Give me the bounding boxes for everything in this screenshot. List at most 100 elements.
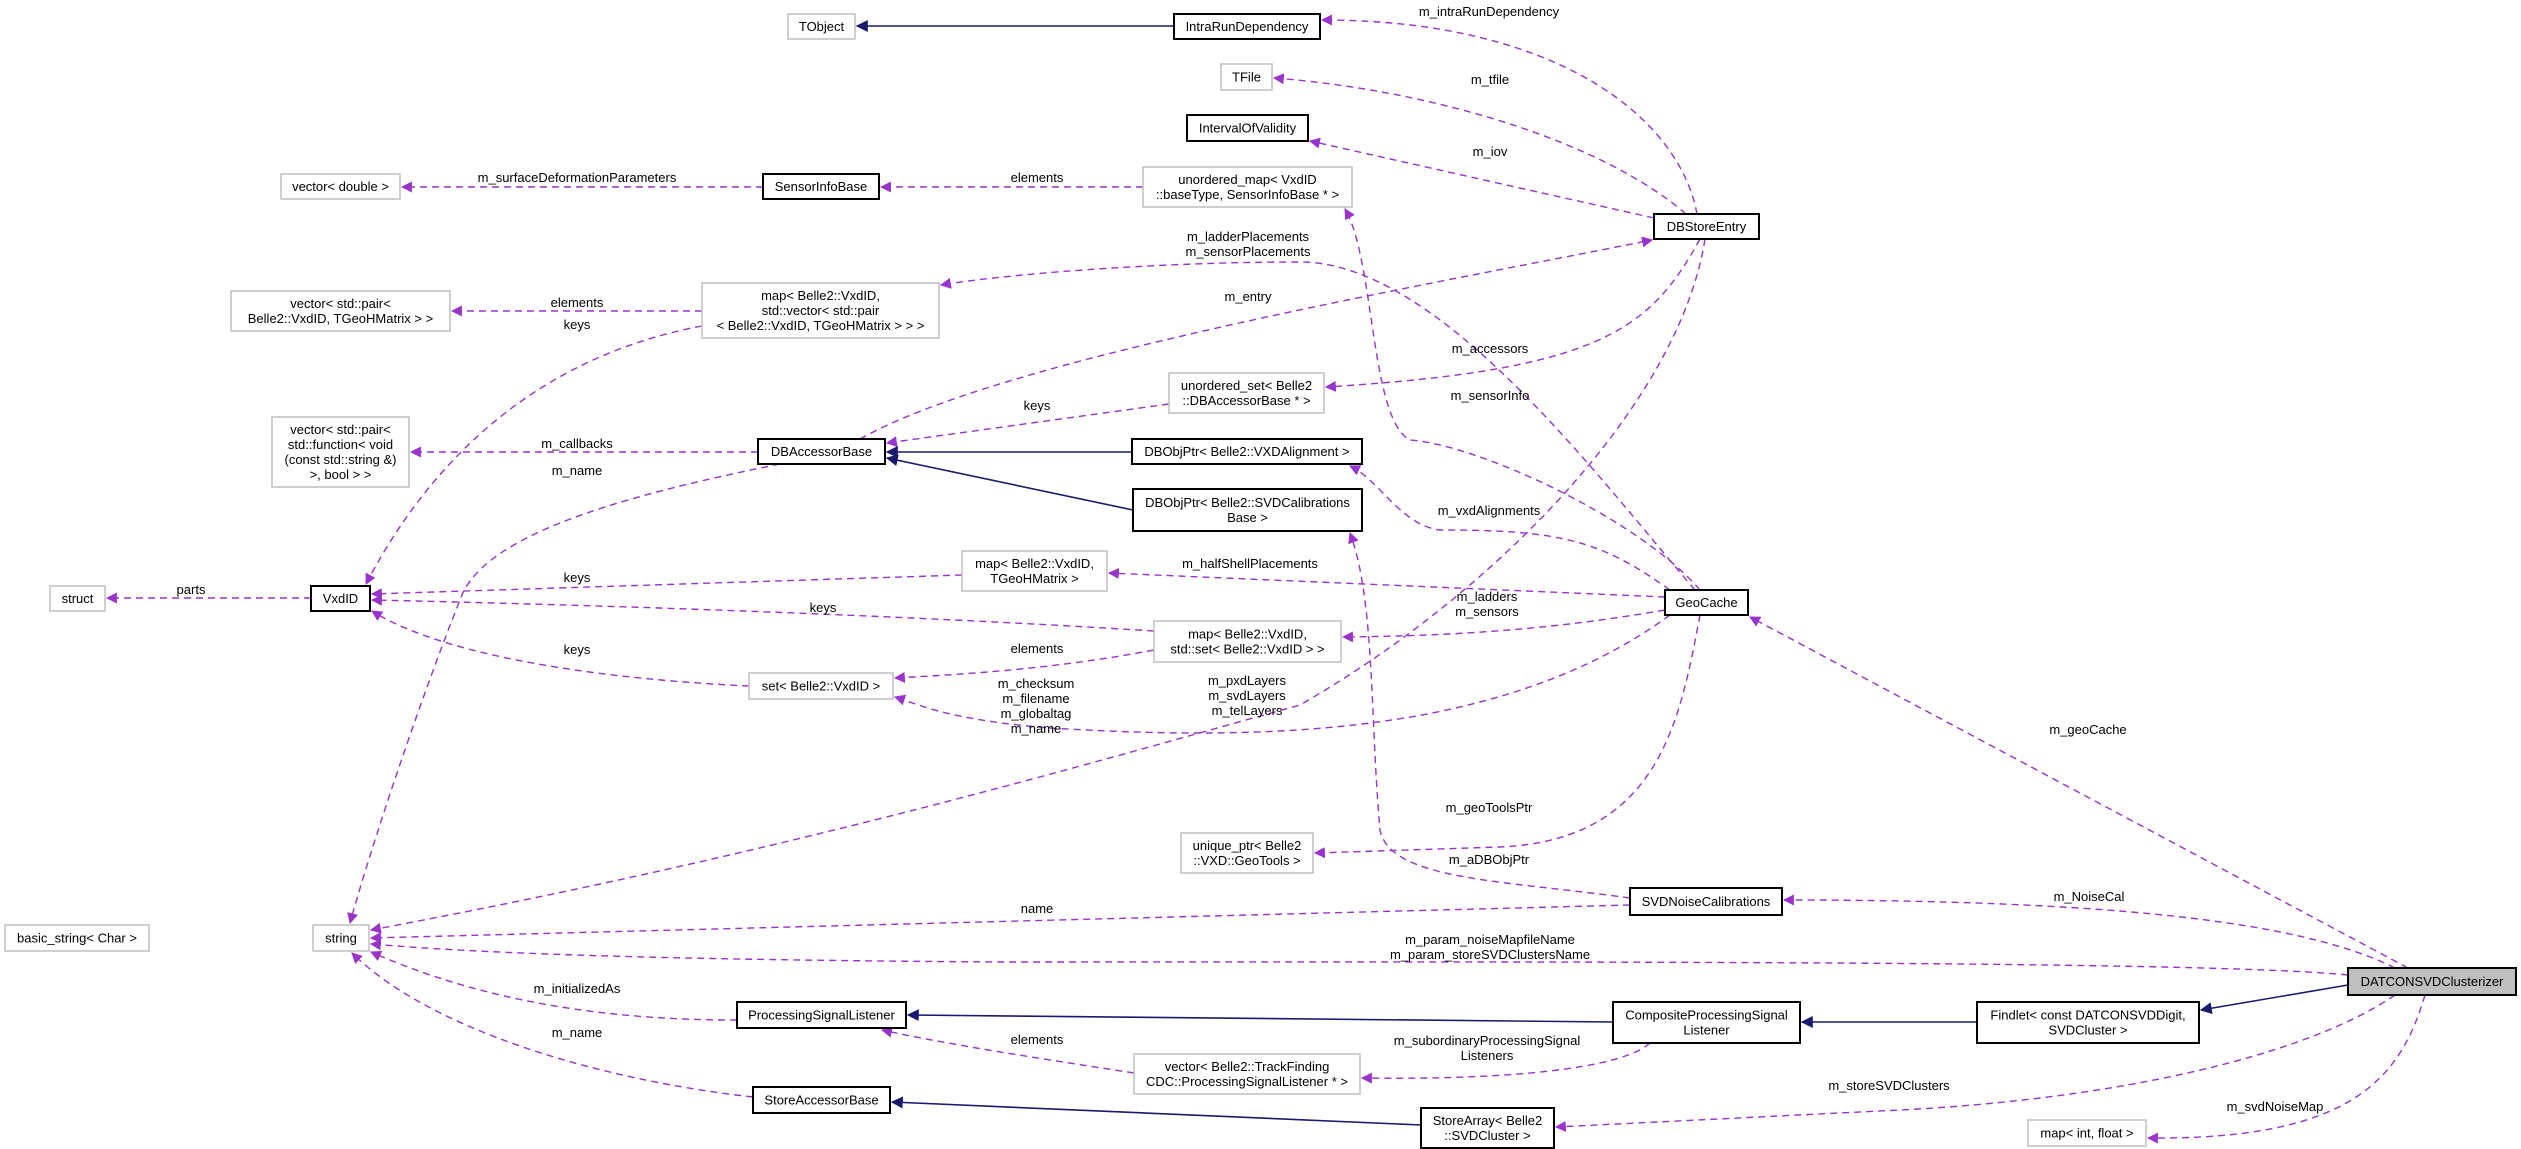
node-label: set< Belle2::VxdID >: [762, 679, 881, 694]
inheritance-edge-store-array-to-store-accessor-base: [890, 1096, 1422, 1126]
class-node-intra-run-dependency[interactable]: IntraRunDependency: [1173, 13, 1321, 40]
node-label: std::vector< std::pair: [762, 303, 880, 318]
class-node-store-array[interactable]: StoreArray< Belle2::SVDCluster >: [1420, 1107, 1555, 1149]
edge-label: keys: [564, 642, 591, 657]
node-label: SVDNoiseCalibrations: [1642, 894, 1771, 909]
node-box: [1976, 1001, 2200, 1044]
node-box: [701, 282, 940, 339]
class-node-svdnoise-calibrations[interactable]: SVDNoiseCalibrations: [1629, 887, 1783, 916]
edge-label: keys: [810, 600, 837, 615]
edge-label: m_aDBObjPtr: [1449, 852, 1530, 867]
node-box: [1173, 13, 1321, 40]
node-label: < Belle2::VxdID, TGeoHMatrix > > >: [717, 318, 925, 333]
edge-label: keys: [564, 570, 591, 585]
node-label: string: [325, 931, 357, 946]
node-label: Base >: [1227, 510, 1268, 525]
class-node-dbaccessor-base[interactable]: DBAccessorBase: [757, 438, 886, 465]
class-node-basic-string: basic_string< Char >: [4, 924, 150, 952]
node-label: unordered_set< Belle2: [1181, 378, 1312, 393]
node-label: ::SVDCluster >: [1444, 1128, 1530, 1143]
usage-edge-map-vec-pair-to-vxd-id: [365, 325, 703, 585]
node-box: [312, 924, 370, 952]
node-label: vector< std::pair<: [290, 296, 390, 311]
usage-edge-geo-cache-to-dbobj-ptr-vxd: [1349, 465, 1671, 591]
node-label: IntervalOfValidity: [1199, 121, 1297, 136]
class-node-map-vec-pair: map< Belle2::VxdID,std::vector< std::pai…: [701, 282, 940, 339]
usage-edge-datconsvdclusterizer-to-string: [369, 939, 2349, 976]
inheritance-edge-composite-psl-to-processing-signal-listener: [906, 1009, 1614, 1023]
edge-label: keys: [1024, 398, 1051, 413]
usage-edge-geo-cache-to-unique-ptr: [1313, 614, 1701, 859]
node-label: TObject: [799, 19, 845, 34]
class-node-datconsvdclusterizer[interactable]: DATCONSVDClusterizer: [2347, 967, 2517, 996]
usage-edge-set-vxd-id-to-vxd-id: [371, 610, 750, 687]
class-node-processing-signal-listener[interactable]: ProcessingSignalListener: [736, 1001, 907, 1029]
edge-label: m_name: [552, 463, 603, 478]
usage-edge-dbstore-entry-to-intra-run-dependency: [1320, 14, 1698, 215]
class-node-sensor-info-base[interactable]: SensorInfoBase: [762, 173, 880, 200]
node-label: ::baseType, SensorInfoBase * >: [1156, 187, 1339, 202]
class-node-vxd-id[interactable]: VxdID: [310, 585, 371, 612]
node-label: >, bool > >: [310, 467, 372, 482]
class-node-findlet[interactable]: Findlet< const DATCONSVDDigit,SVDCluster…: [1976, 1001, 2200, 1044]
class-node-geo-cache[interactable]: GeoCache: [1664, 589, 1749, 616]
edge-label: m_filename: [1002, 691, 1069, 706]
node-label: IntraRunDependency: [1186, 19, 1309, 34]
node-label: CompositeProcessingSignal: [1625, 1008, 1788, 1023]
edge-label: name: [1021, 901, 1054, 916]
node-label: DBObjPtr< Belle2::SVDCalibrations: [1145, 495, 1350, 510]
class-node-tobject: TObject: [787, 13, 856, 40]
node-label: Belle2::VxdID, TGeoHMatrix > >: [248, 311, 433, 326]
class-node-map-int-float: map< int, float >: [2027, 1119, 2147, 1147]
usage-edge-svdnoise-calibrations-to-dbobj-ptr-svd: [1348, 531, 1631, 899]
class-node-store-accessor-base[interactable]: StoreAccessorBase: [752, 1086, 891, 1114]
usage-edge-processing-signal-listener-to-string: [369, 950, 738, 1021]
node-label: vector< double >: [292, 179, 389, 194]
class-node-tfile: TFile: [1220, 63, 1273, 91]
edge-label: m_subordinaryProcessingSignal: [1394, 1033, 1581, 1048]
node-label: ProcessingSignalListener: [748, 1008, 895, 1023]
node-label: ::DBAccessorBase * >: [1182, 393, 1310, 408]
edges-layer: [105, 14, 2426, 1144]
inheritance-edge-datconsvdclusterizer-to-findlet: [2199, 984, 2349, 1015]
edge-label: m_geoToolsPtr: [1446, 800, 1533, 815]
inheritance-edge-dbobj-ptr-svd-to-dbaccessor-base: [885, 454, 1134, 511]
node-label: TFile: [1232, 70, 1261, 85]
class-node-dbobj-ptr-vxd[interactable]: DBObjPtr< Belle2::VXDAlignment >: [1131, 438, 1363, 465]
node-box: [1168, 372, 1325, 414]
node-label: basic_string< Char >: [17, 931, 137, 946]
edge-label: elements: [1011, 170, 1064, 185]
class-node-map-tgeo: map< Belle2::VxdID,TGeoHMatrix >: [961, 550, 1108, 592]
usage-edge-dbaccessor-base-to-string: [347, 463, 781, 925]
usage-edge-geo-cache-to-map-set: [1341, 609, 1666, 643]
node-box: [757, 438, 886, 465]
edge-label: elements: [1011, 1032, 1064, 1047]
node-box: [748, 672, 894, 700]
node-label: DATCONSVDClusterizer: [2361, 974, 2504, 989]
usage-edge-dbstore-entry-to-unordered-set: [1324, 238, 1701, 392]
node-box: [49, 585, 106, 612]
usage-edge-geo-cache-to-map-tgeo: [1107, 567, 1666, 598]
class-node-unordered-map: unordered_map< VxdID::baseType, SensorIn…: [1142, 166, 1353, 208]
node-box: [4, 924, 150, 952]
node-label: std::set< Belle2::VxdID > >: [1170, 642, 1324, 657]
class-node-set-vxd-id: set< Belle2::VxdID >: [748, 672, 894, 700]
node-box: [1186, 114, 1309, 142]
edge-label: m_sensors: [1455, 604, 1519, 619]
class-node-interval-of-validity[interactable]: IntervalOfValidity: [1186, 114, 1309, 142]
node-box: [1612, 1001, 1801, 1044]
node-label: vector< std::pair<: [290, 422, 390, 437]
node-label: GeoCache: [1675, 595, 1737, 610]
edge-label: m_globaltag: [1001, 706, 1072, 721]
node-box: [736, 1001, 907, 1029]
class-node-dbstore-entry[interactable]: DBStoreEntry: [1653, 213, 1760, 240]
node-label: map< int, float >: [2040, 1126, 2133, 1141]
node-label: StoreArray< Belle2: [1433, 1113, 1542, 1128]
usage-edge-geo-cache-to-unordered-map: [1344, 208, 1701, 591]
node-box: [1133, 1053, 1361, 1095]
node-label: map< Belle2::VxdID,: [1188, 627, 1307, 642]
node-label: (const std::string &): [285, 452, 397, 467]
class-node-vector-pair-func: vector< std::pair<std::function< void(co…: [271, 416, 410, 488]
